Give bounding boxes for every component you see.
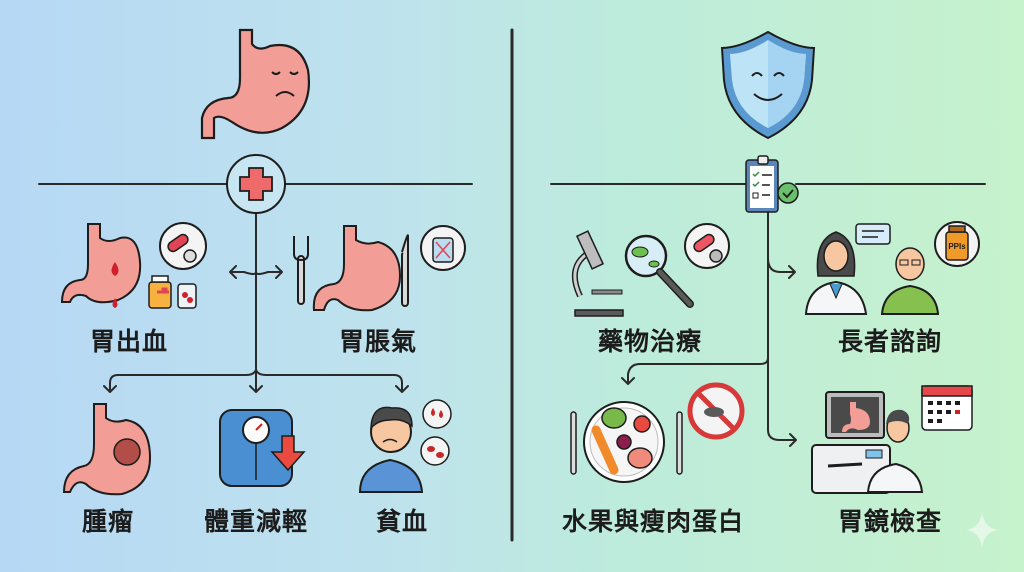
label-bloating: 胃脹氣	[338, 327, 418, 356]
label-tumor: 腫瘤	[81, 507, 135, 536]
ppis-badge: PPIs	[948, 242, 966, 251]
label-elder-consult: 長者諮詢	[837, 327, 943, 356]
label-anemia: 貧血	[375, 507, 429, 536]
label-endoscopy: 胃鏡檢查	[837, 507, 943, 536]
label-fruit-protein: 水果與瘦肉蛋白	[561, 507, 745, 536]
label-medication: 藥物治療	[597, 327, 703, 356]
label-weight-loss: 體重減輕	[203, 507, 309, 536]
label-stomach-bleeding: 胃出血	[89, 327, 169, 356]
